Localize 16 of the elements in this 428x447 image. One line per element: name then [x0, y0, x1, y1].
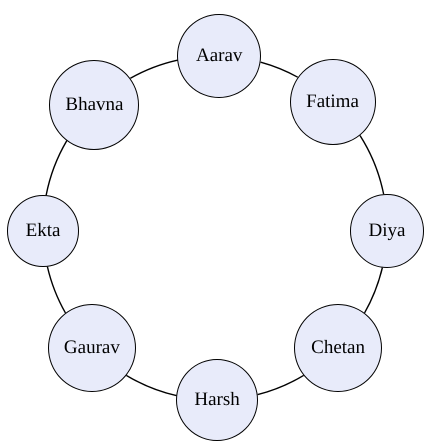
name-circle: Ekta — [7, 195, 80, 267]
name-circle: Harsh — [176, 358, 258, 441]
connector-arc — [258, 374, 304, 396]
connector-arc — [46, 266, 66, 314]
name-circle: Fatima — [290, 59, 376, 146]
connector-arc — [45, 140, 68, 196]
name-circle: Bhavna — [49, 60, 140, 150]
name-circle: Aarav — [177, 14, 262, 98]
connector-arc — [260, 62, 298, 78]
name-circle: Chetan — [294, 304, 382, 392]
name-circle: Gaurav — [48, 304, 136, 392]
connector-arc — [130, 59, 178, 79]
connector-arc — [126, 374, 177, 396]
connector-arc — [359, 135, 384, 194]
name-circle: Diya — [350, 194, 424, 268]
connector-arc — [364, 268, 384, 314]
